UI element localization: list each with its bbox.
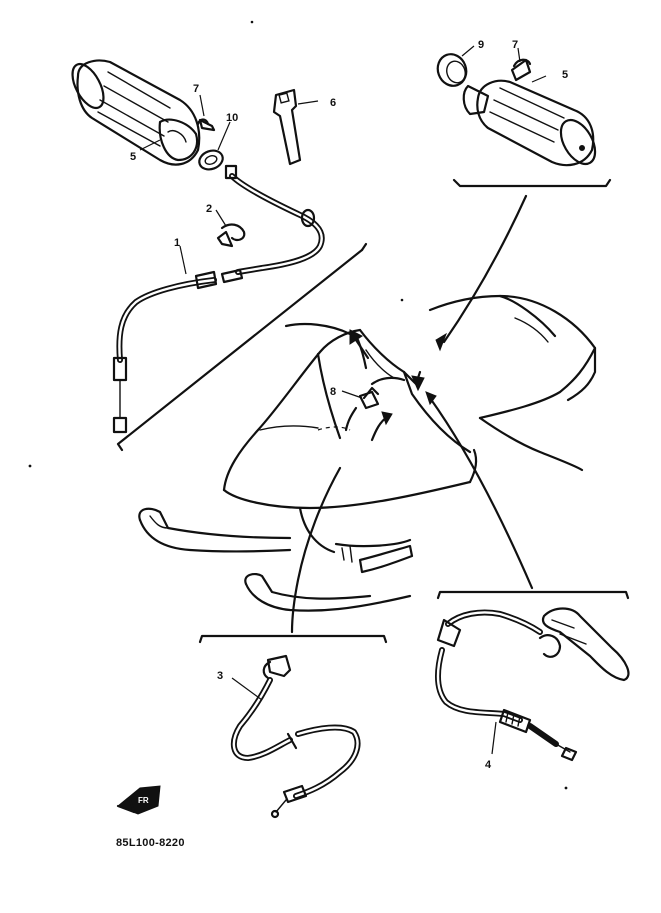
right-handlebar-grip bbox=[462, 79, 597, 167]
callout-leaders bbox=[139, 45, 547, 755]
callout-10: 10 bbox=[226, 112, 238, 124]
choke-section-border bbox=[198, 634, 388, 644]
callout-8: 8 bbox=[330, 386, 336, 398]
snowmobile-illustration bbox=[138, 294, 597, 612]
grip-cap-right bbox=[510, 58, 532, 82]
callout-7-right: 7 bbox=[512, 39, 518, 51]
document-code: 85L100-8220 bbox=[116, 837, 185, 849]
callout-2: 2 bbox=[206, 203, 212, 215]
right-section-border bbox=[452, 178, 612, 188]
right-grip-assembly bbox=[436, 53, 612, 188]
left-handlebar-grip bbox=[71, 59, 201, 166]
choke-cable-assembly bbox=[198, 634, 388, 819]
cable-clip bbox=[216, 223, 246, 248]
callout-labels: 1 2 3 4 5 5 6 7 7 8 9 10 bbox=[130, 39, 568, 771]
callout-7-left: 7 bbox=[193, 83, 199, 95]
callout-6: 6 bbox=[330, 97, 336, 109]
scan-specks bbox=[28, 20, 568, 790]
front-marker-label: FR bbox=[138, 796, 149, 805]
left-section-border bbox=[116, 242, 368, 452]
washer-ring bbox=[198, 149, 224, 171]
left-grip-assembly bbox=[71, 59, 224, 171]
brake-cable-assembly bbox=[434, 590, 630, 762]
callout-3: 3 bbox=[217, 670, 223, 682]
cable-bracket bbox=[358, 386, 380, 410]
callout-9: 9 bbox=[478, 39, 484, 51]
cable-band bbox=[272, 88, 302, 166]
grip-cap-left bbox=[196, 118, 216, 132]
brake-section-border bbox=[436, 590, 630, 600]
brake-lever bbox=[538, 607, 630, 682]
front-direction-marker: FR bbox=[116, 785, 161, 815]
routing-lines bbox=[284, 194, 534, 634]
throttle-cable bbox=[112, 164, 325, 434]
callout-1: 1 bbox=[174, 237, 180, 249]
callout-5-right: 5 bbox=[562, 69, 568, 81]
grip-ring bbox=[436, 53, 468, 87]
callout-5-left: 5 bbox=[130, 151, 136, 163]
callout-4: 4 bbox=[485, 759, 492, 771]
